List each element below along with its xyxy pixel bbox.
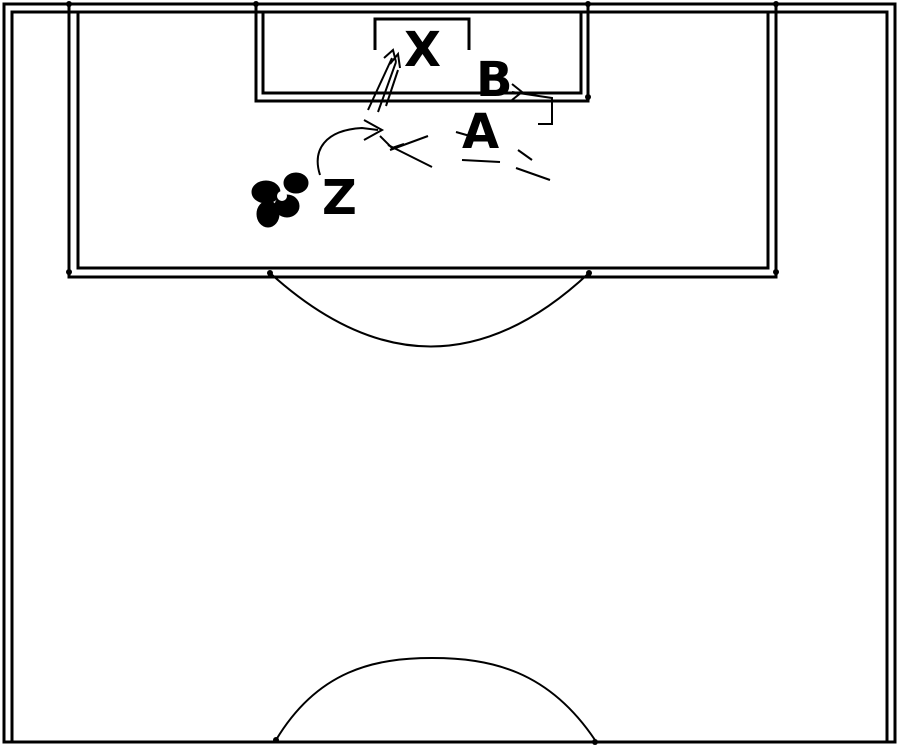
junction-dots [66,1,779,745]
goal-frame [373,17,471,50]
player-label-z: Z [322,170,357,226]
ball-symbol [251,172,309,228]
b-movement-arrow [511,91,553,125]
penalty-area-outer [67,4,778,279]
penalty-arc [269,272,590,348]
goal-area-outer [254,4,590,103]
penalty-area-inner [76,12,770,270]
player-label-b: B [476,52,513,108]
player-label-a: A [462,104,499,160]
b-arrowhead [511,83,524,101]
player-run-path [316,126,379,176]
player-label-x: X [404,22,441,78]
shot-arrows [367,48,401,113]
pitch-boundary-inner [10,10,889,744]
player-run-arrowhead [363,119,385,141]
center-circle-arc [275,656,596,741]
goal-area-inner [261,12,583,95]
pass-lines [379,131,551,181]
